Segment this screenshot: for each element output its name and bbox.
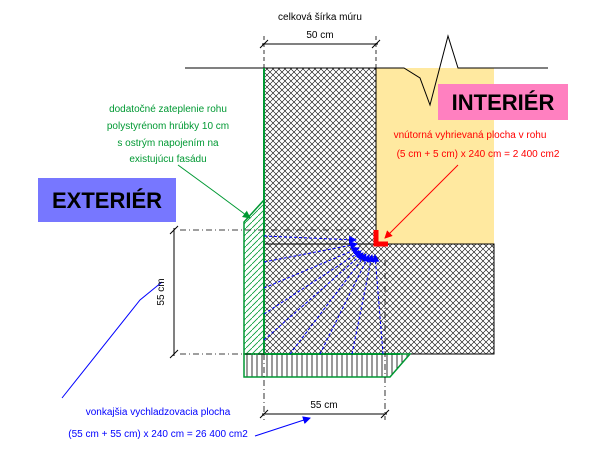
inner-corner-marker bbox=[373, 230, 388, 247]
wall-width-title: celková šírka múru bbox=[278, 12, 362, 23]
bottom-tick-left bbox=[259, 409, 269, 419]
wall-width-tick-right bbox=[371, 39, 381, 49]
inner-area-title: vnútorná vyhrievaná plocha v rohu bbox=[394, 130, 547, 141]
insulation-note-line-1: dodatočné zateplenie rohu bbox=[109, 104, 227, 115]
side-tick-top bbox=[169, 225, 179, 235]
outer-area-title: vonkajšia vychladzovacia plocha bbox=[86, 407, 231, 418]
outer-area-leader-2 bbox=[254, 416, 311, 437]
insulation-note-line-3: s ostrým napojením na bbox=[117, 138, 219, 149]
side-tick-bottom bbox=[169, 349, 179, 359]
outer-area-formula: (55 cm + 55 cm) x 240 cm = 26 400 cm2 bbox=[68, 429, 248, 440]
insulation-side bbox=[243, 198, 265, 355]
side-dimension-label: 55 cm bbox=[156, 278, 167, 305]
exterior-label-box bbox=[38, 178, 176, 222]
wall-vertical bbox=[263, 67, 377, 245]
inner-area-arrow bbox=[384, 164, 459, 239]
heat-flow-lines bbox=[263, 235, 384, 355]
inner-area-formula: (5 cm + 5 cm) x 240 cm = 2 400 cm2 bbox=[397, 149, 560, 160]
bottom-tick-right bbox=[380, 409, 390, 419]
wall-width-tick-left bbox=[259, 39, 269, 49]
interior-label-box bbox=[438, 84, 568, 120]
interior-label: INTERIÉR bbox=[452, 90, 555, 115]
insulation-note-line-2: polystyrénom hrúbky 10 cm bbox=[107, 121, 229, 132]
insulation-note-arrow bbox=[177, 164, 251, 219]
outer-area-leader-1 bbox=[61, 281, 163, 399]
wall-width-value: 50 cm bbox=[306, 30, 333, 41]
bottom-dimension-label: 55 cm bbox=[310, 400, 337, 411]
insulation-note-line-4: existujúcu fasádu bbox=[129, 154, 206, 165]
top-break-line bbox=[185, 34, 548, 107]
insulation-bottom bbox=[243, 353, 412, 378]
exterior-label: EXTERIÉR bbox=[52, 188, 162, 213]
